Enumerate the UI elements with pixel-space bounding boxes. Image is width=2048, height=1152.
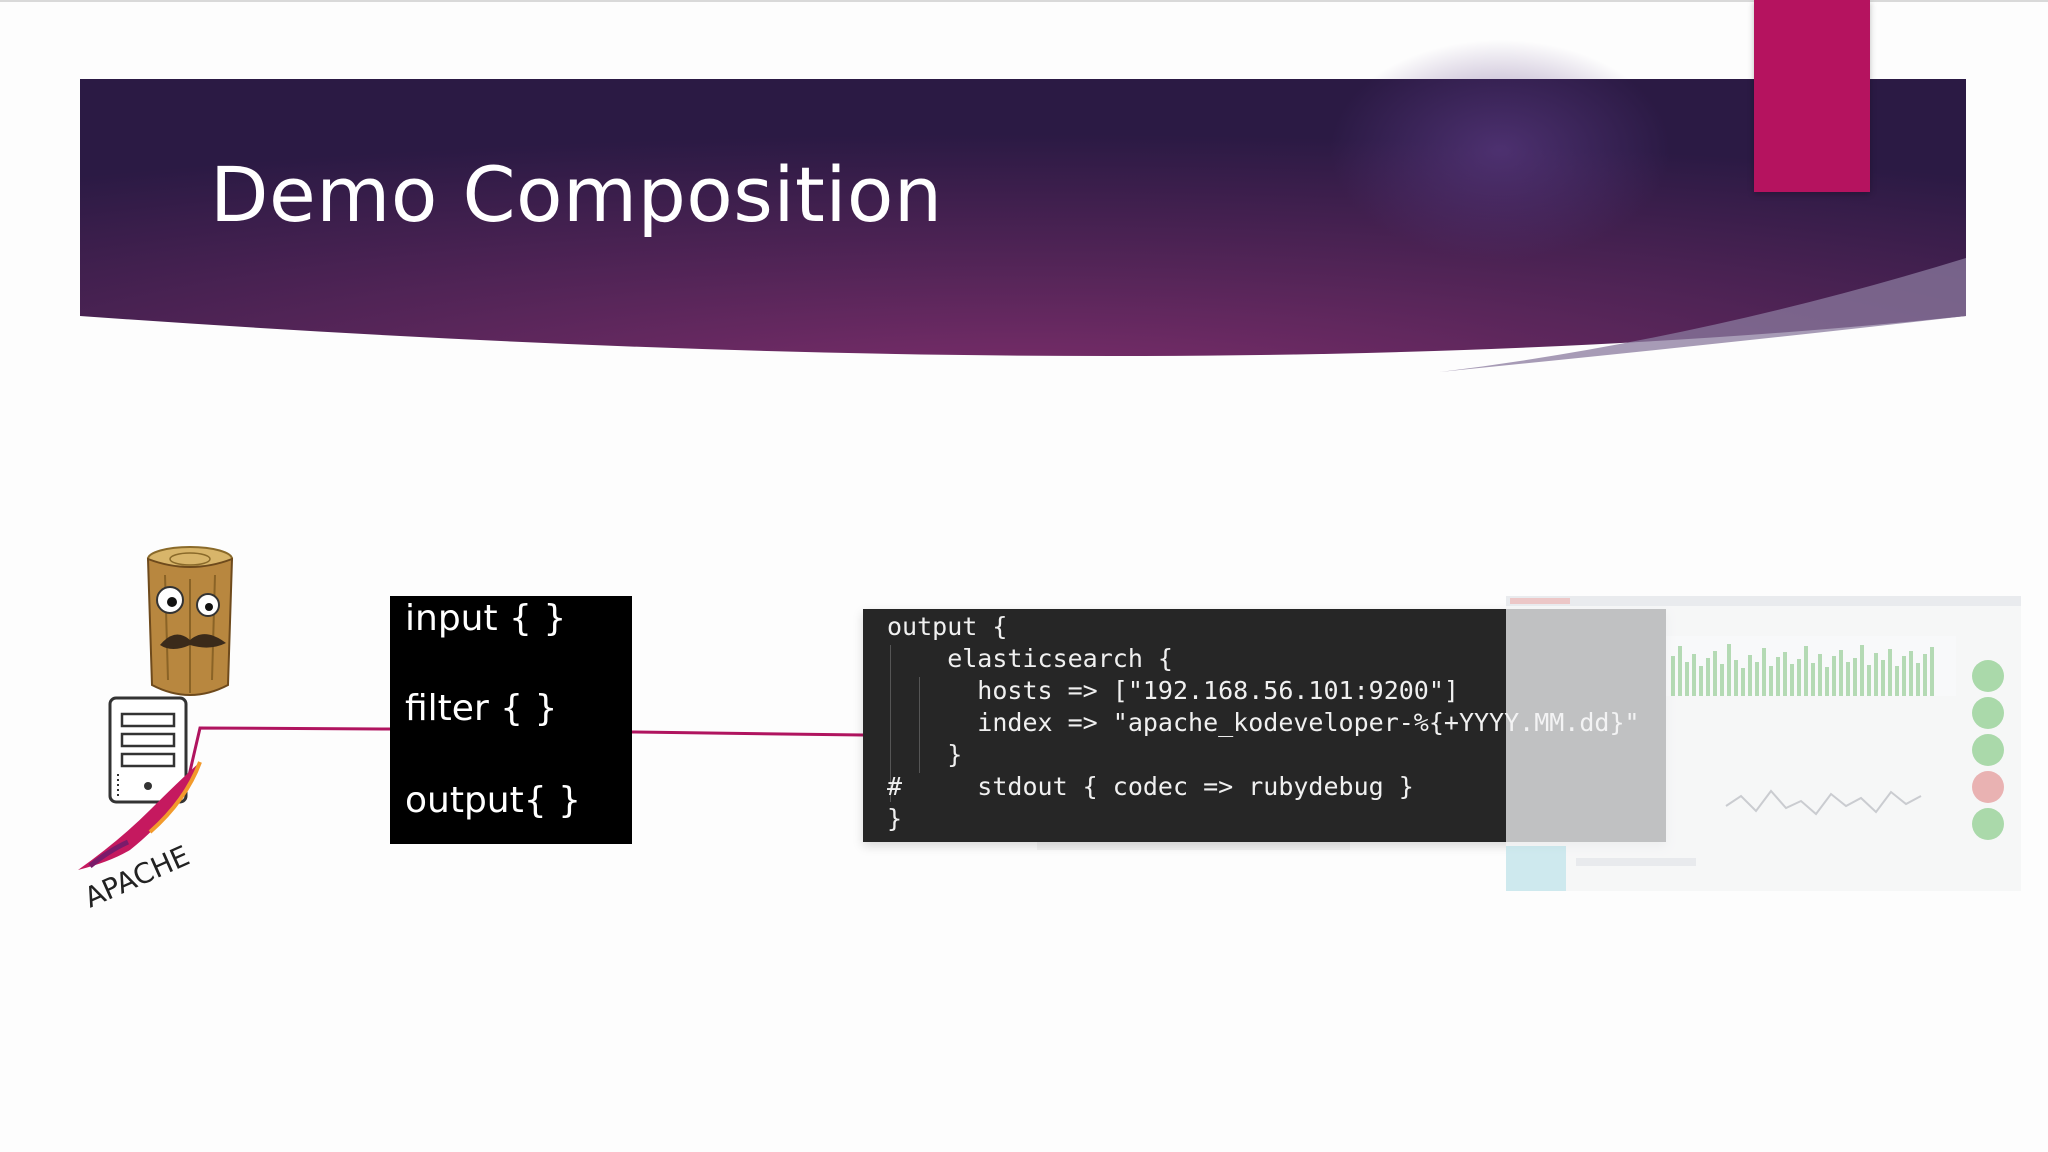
logstash-log-mascot-icon — [146, 546, 234, 696]
apache-logo-text: APACHE — [79, 839, 194, 914]
accent-tab — [1754, 0, 1870, 192]
logstash-pipeline-box: input { } filter { } output{ } — [390, 596, 632, 844]
code-shadow — [1037, 842, 1350, 850]
apache-server-icon: APACHE — [78, 696, 202, 914]
code-line: hosts => ["192.168.56.101:9200"] — [887, 676, 1459, 705]
slide-title: Demo Composition — [210, 150, 943, 239]
pipeline-stage-input: input { } — [405, 598, 567, 639]
code-line: output { — [887, 612, 1008, 641]
pipeline-stage-filter: filter { } — [405, 688, 558, 729]
indent-guide — [919, 677, 920, 773]
title-banner — [80, 40, 1966, 372]
code-line: # stdout { codec => rubydebug } — [887, 772, 1414, 801]
code-line: } — [887, 804, 903, 833]
indent-guide — [890, 645, 891, 802]
top-rule — [0, 0, 2048, 2]
code-line: elasticsearch { — [887, 644, 1173, 673]
code-line: } — [887, 740, 963, 769]
kibana-dashboard-icon — [1506, 596, 2021, 891]
pipeline-stage-output: output{ } — [405, 780, 581, 821]
server-icon — [108, 696, 188, 804]
